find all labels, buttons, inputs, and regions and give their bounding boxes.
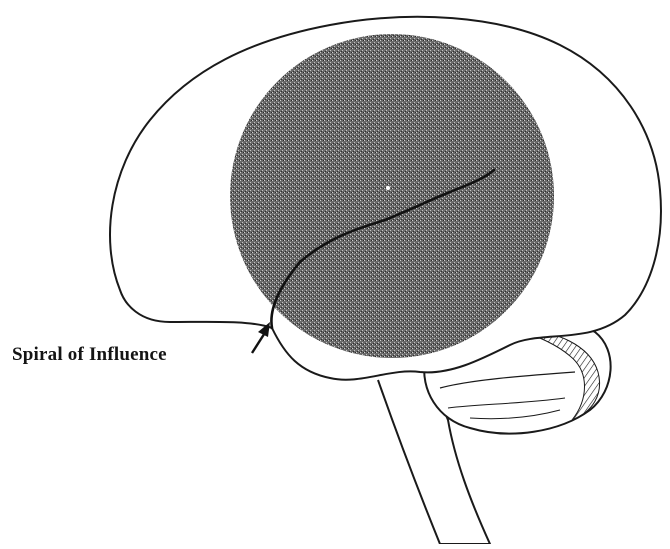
shaded-region: [230, 34, 554, 358]
pointer-arrow: [252, 322, 270, 353]
center-dot: [386, 186, 390, 190]
spiral-of-influence-label: Spiral of Influence: [12, 344, 167, 366]
